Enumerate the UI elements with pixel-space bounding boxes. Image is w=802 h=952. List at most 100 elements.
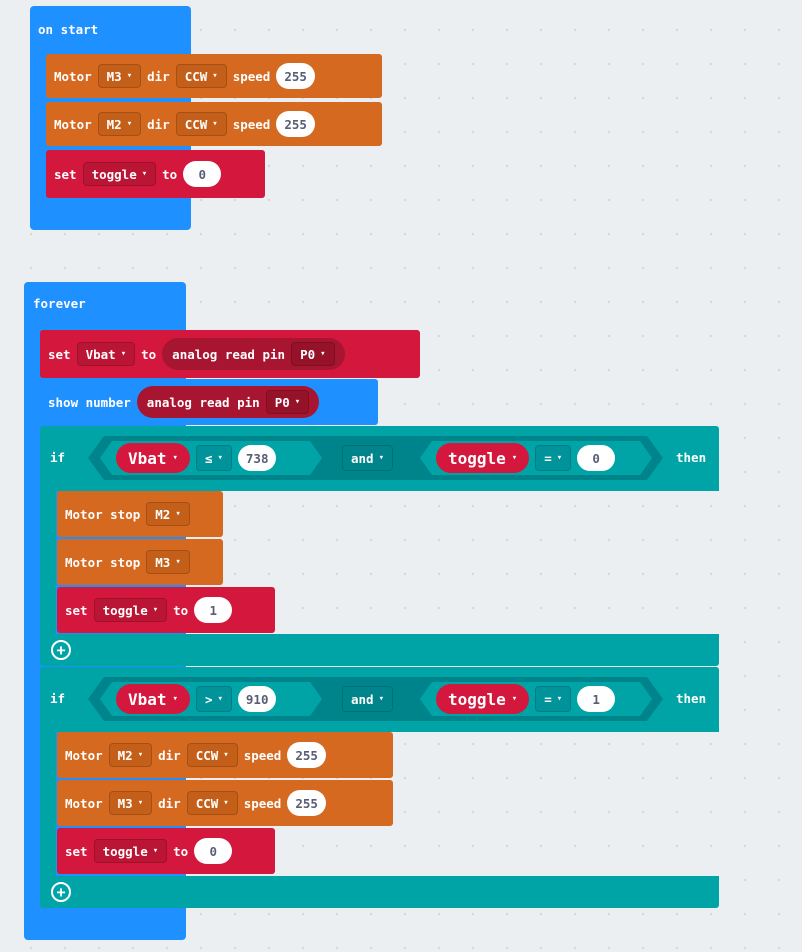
set-keyword: set [65,602,88,618]
add-else-plus-icon[interactable]: + [51,640,71,660]
then-keyword: then [676,691,707,706]
chevron-down-icon: ▾ [556,453,563,463]
chevron-down-icon: ▾ [141,169,148,179]
direction-dropdown[interactable]: CCW▾ [186,743,238,767]
speed-input[interactable]: 255 [276,63,315,89]
set-keyword: set [65,843,88,859]
set-variable-block[interactable]: set Vbat▾ to analog read pin P0▾ [40,330,420,378]
chevron-down-icon: ▾ [320,349,326,359]
compare-block[interactable]: toggle▾ =▾ 1 [420,682,652,716]
motor-stop-keyword: Motor stop [65,554,141,570]
chevron-down-icon: ▾ [120,349,127,359]
speed-input[interactable]: 255 [287,790,326,816]
variable-reporter[interactable]: Vbat▾ [116,684,190,714]
value-input[interactable]: 1 [577,686,615,712]
set-variable-block[interactable]: set toggle▾ to 1 [57,587,275,633]
variable-reporter[interactable]: Vbat▾ [116,443,190,473]
chevron-down-icon: ▾ [152,846,159,856]
to-keyword: to [173,843,189,859]
and-dropdown[interactable]: and▾ [342,445,393,471]
if-block-spine [40,731,56,879]
speed-keyword: speed [232,116,271,132]
direction-dropdown[interactable]: CCW▾ [175,112,227,136]
motor-block[interactable]: Motor M2▾ dir CCW▾ speed 255 [46,102,382,146]
pin-dropdown[interactable]: P0▾ [291,342,335,366]
direction-dropdown[interactable]: CCW▾ [186,791,238,815]
dir-keyword: dir [147,68,170,84]
variable-reporter[interactable]: toggle▾ [436,443,529,473]
motor-dropdown[interactable]: M2▾ [108,743,153,767]
motor-dropdown[interactable]: M3▾ [97,64,142,88]
chevron-down-icon: ▾ [137,750,144,760]
motor-stop-block[interactable]: Motor stop M3▾ [57,539,223,585]
motor-stop-block[interactable]: Motor stop M2▾ [57,491,223,537]
chevron-down-icon: ▾ [172,453,178,463]
chevron-down-icon: ▾ [217,694,223,704]
speed-input[interactable]: 255 [287,742,326,768]
compare-block[interactable]: Vbat▾ ≤▾ 738 [100,441,322,475]
reporter-label: analog read pin [172,346,286,362]
direction-dropdown[interactable]: CCW▾ [175,64,227,88]
variable-dropdown[interactable]: toggle▾ [82,162,157,186]
compare-block[interactable]: toggle▾ =▾ 0 [420,441,652,475]
variable-dropdown[interactable]: Vbat▾ [76,342,136,366]
speed-input[interactable]: 255 [276,111,315,137]
motor-block[interactable]: Motor M3▾ dir CCW▾ speed 255 [57,780,393,826]
value-input[interactable]: 0 [194,838,233,864]
operator-dropdown[interactable]: =▾ [535,445,571,471]
compare-block[interactable]: Vbat▾ >▾ 910 [100,682,322,716]
chevron-down-icon: ▾ [378,694,384,704]
if-block-spine [40,490,56,636]
value-input[interactable]: 0 [183,161,222,187]
forever-label: forever [33,296,86,311]
analog-read-pin-reporter[interactable]: analog read pin P0▾ [162,338,345,370]
motor-stop-keyword: Motor stop [65,506,141,522]
variable-reporter[interactable]: toggle▾ [436,684,529,714]
motor-block[interactable]: Motor M3▾ dir CCW▾ speed 255 [46,54,382,98]
dir-keyword: dir [158,795,181,811]
chevron-down-icon: ▾ [511,453,518,463]
if-block-footer[interactable] [40,634,719,666]
motor-block[interactable]: Motor M2▾ dir CCW▾ speed 255 [57,732,393,778]
operator-dropdown[interactable]: =▾ [535,686,571,712]
chevron-down-icon: ▾ [217,453,223,463]
speed-keyword: speed [243,747,282,763]
motor-dropdown[interactable]: M2▾ [97,112,142,136]
chevron-down-icon: ▾ [378,453,384,463]
chevron-down-icon: ▾ [511,694,518,704]
operator-dropdown[interactable]: >▾ [196,686,232,712]
chevron-down-icon: ▾ [556,694,563,704]
set-variable-block[interactable]: set toggle▾ to 0 [57,828,275,874]
set-variable-block[interactable]: set toggle▾ to 0 [46,150,265,198]
value-input[interactable]: 910 [238,686,277,712]
variable-dropdown[interactable]: toggle▾ [93,839,168,863]
on-start-label: on start [38,22,99,37]
add-else-plus-icon[interactable]: + [51,882,71,902]
motor-keyword: Motor [65,747,103,763]
pin-dropdown[interactable]: P0▾ [265,390,310,414]
motor-keyword: Motor [65,795,103,811]
chevron-down-icon: ▾ [172,694,178,704]
speed-keyword: speed [232,68,271,84]
chevron-down-icon: ▾ [126,119,133,129]
value-input[interactable]: 738 [238,445,277,471]
chevron-down-icon: ▾ [223,750,229,760]
motor-dropdown[interactable]: M3▾ [108,791,153,815]
value-input[interactable]: 0 [577,445,615,471]
dir-keyword: dir [147,116,170,132]
to-keyword: to [162,166,178,182]
chevron-down-icon: ▾ [175,509,181,519]
motor-keyword: Motor [54,68,92,84]
to-keyword: to [141,346,157,362]
motor-dropdown[interactable]: M2▾ [146,502,190,526]
chevron-down-icon: ▾ [126,71,133,81]
chevron-down-icon: ▾ [175,557,181,567]
value-input[interactable]: 1 [194,597,233,623]
if-block-footer[interactable] [40,876,719,908]
show-number-block[interactable]: show number analog read pin P0▾ [40,379,378,425]
operator-dropdown[interactable]: ≤▾ [196,445,232,471]
variable-dropdown[interactable]: toggle▾ [93,598,168,622]
and-dropdown[interactable]: and▾ [342,686,393,712]
analog-read-pin-reporter[interactable]: analog read pin P0▾ [136,386,320,418]
motor-dropdown[interactable]: M3▾ [146,550,190,574]
